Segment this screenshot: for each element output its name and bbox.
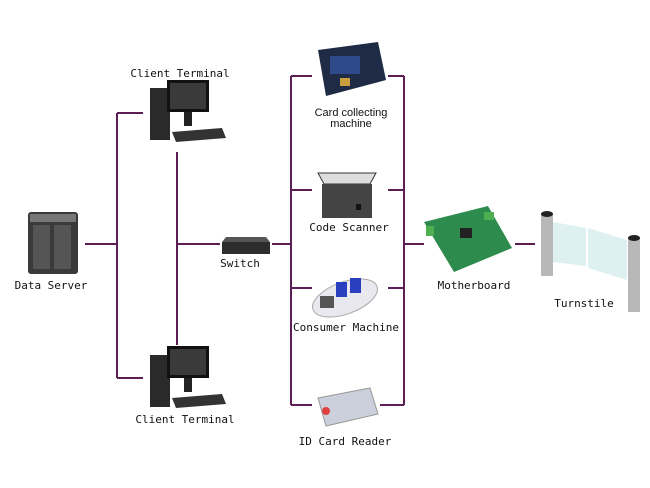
consumer-machine-label: Consumer Machine [293, 321, 399, 334]
data-server-label: Data Server [14, 279, 88, 292]
consumer-machine-icon [312, 278, 378, 318]
motherboard-icon [424, 206, 512, 272]
client-switch-link [176, 152, 291, 345]
motherboard-label: Motherboard [437, 279, 511, 292]
network-switch-icon [222, 237, 270, 254]
code-scanner-icon [317, 172, 377, 218]
id-card-reader-label: ID Card Reader [298, 435, 392, 448]
server-icon [28, 212, 78, 274]
client-terminal-top-label: Client Terminal [130, 67, 230, 80]
desktop-computer-icon [150, 80, 226, 142]
server-link [85, 112, 143, 379]
device-bus-right [380, 75, 424, 406]
switch-label: Switch [220, 257, 260, 270]
id-card-reader-icon [317, 387, 379, 427]
code-scanner-label: Code Scanner [309, 221, 389, 234]
desktop-computer-icon [150, 346, 226, 408]
turnstile-icon [541, 211, 640, 312]
card-collecting-label-line1: Card collecting [314, 107, 388, 119]
device-bus-left [290, 75, 312, 406]
client-terminal-bottom-label: Client Terminal [135, 413, 235, 426]
card-collecting-label-line2: machine [330, 118, 372, 130]
turnstile-label: Turnstile [554, 297, 614, 310]
card-collecting-machine-icon [318, 42, 386, 96]
